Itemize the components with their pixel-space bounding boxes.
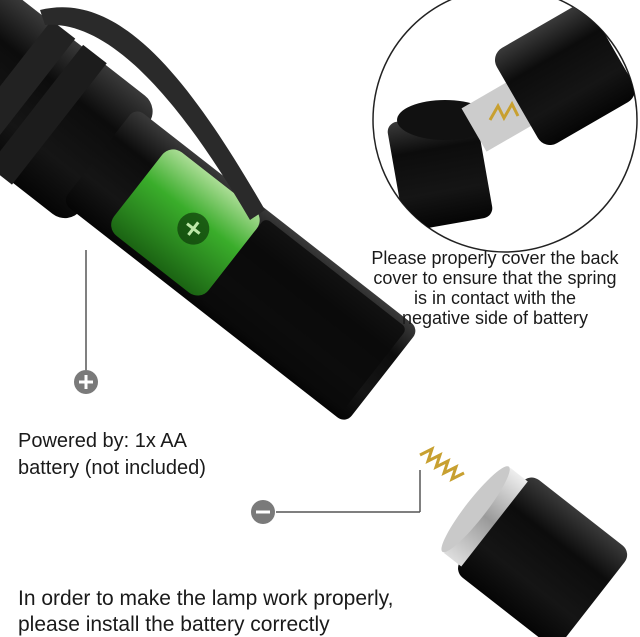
plus-circle-icon: [74, 370, 98, 394]
callout-line: Please properly cover the back: [371, 248, 619, 268]
powered-line: battery (not included): [18, 457, 206, 479]
bottom-spring: [419, 446, 465, 482]
powered-line: Powered by: 1x AA: [18, 430, 187, 452]
install-instruction: In order to make the lamp work properly,…: [18, 586, 393, 637]
callout-line: is in contact with the: [413, 288, 577, 308]
install-line: In order to make the lamp work properly,: [18, 587, 394, 610]
spring-contact-note: Please properly cover the back cover to …: [340, 248, 640, 328]
tail-cap: [441, 466, 628, 637]
flashlight-body: [0, 0, 416, 420]
callout-line: cover to ensure that the spring: [373, 268, 617, 288]
power-source-note: Powered by: 1x AA battery (not included): [18, 428, 206, 482]
minus-circle-icon: [251, 500, 275, 524]
callout-line: negative side of battery: [401, 308, 589, 328]
install-line: please install the battery correctly: [18, 613, 330, 636]
pocket-clip: [40, 7, 265, 220]
